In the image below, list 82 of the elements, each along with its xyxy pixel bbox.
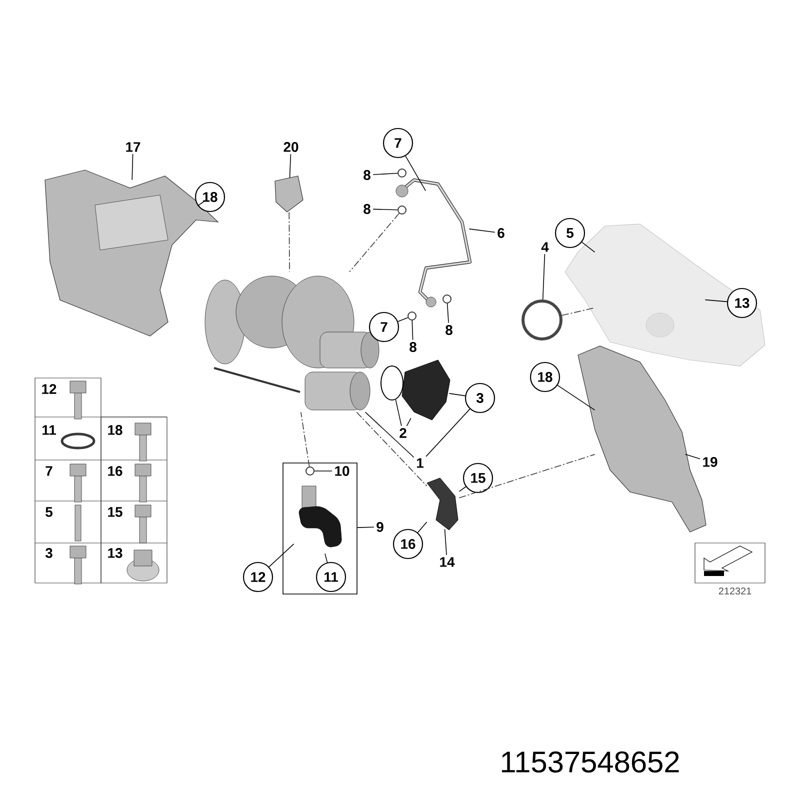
leader-line <box>704 299 728 302</box>
leader-line <box>582 242 596 253</box>
table-number: 18 <box>108 425 122 435</box>
leader-line <box>364 412 414 458</box>
table-number: 7 <box>46 466 52 476</box>
leader-line <box>357 526 374 528</box>
leader-line <box>197 200 206 206</box>
table-number: 3 <box>45 548 52 558</box>
leader-line <box>372 208 398 210</box>
part-number: 11537548652 <box>502 751 679 773</box>
leader-line <box>314 470 332 472</box>
leader-line <box>444 528 447 556</box>
washer-drawing <box>306 466 314 476</box>
callout-number: 6 <box>498 228 504 238</box>
o-ring-drawing <box>380 366 404 400</box>
callout-number: 2 <box>400 428 406 438</box>
bracket-drawing <box>426 478 458 530</box>
leader-line <box>324 553 328 563</box>
table-number: 13 <box>108 548 122 558</box>
leader-line <box>132 154 134 180</box>
group-frame <box>282 462 358 594</box>
table-number: 5 <box>46 507 52 517</box>
leader-line <box>395 399 402 426</box>
leader-line <box>468 228 496 233</box>
leader-line <box>684 454 700 460</box>
heat-shield-drawing <box>44 170 219 336</box>
leader-line <box>542 254 546 300</box>
callout-number: 17 <box>126 142 140 152</box>
turbocharger-drawing <box>204 276 380 410</box>
installation-line <box>562 307 596 316</box>
exhaust-manifold-drawing <box>564 224 766 366</box>
callout-number: 18 <box>530 362 560 392</box>
callout-number: 7 <box>368 312 400 342</box>
leader-line <box>557 384 596 410</box>
callout-number: 5 <box>554 218 586 248</box>
callout-number: 9 <box>376 522 384 532</box>
leader-line <box>446 303 449 324</box>
diagram-number: 212321 <box>718 587 752 595</box>
leader-line <box>405 156 426 192</box>
installation-line <box>349 213 400 272</box>
callout-number: 20 <box>284 142 298 152</box>
callout-number: 8 <box>446 325 452 335</box>
leader-line <box>458 486 466 492</box>
callout-number: 10 <box>335 466 350 476</box>
callout-number: 1 <box>417 458 424 468</box>
washer-drawing <box>398 168 406 178</box>
callout-number: 16 <box>392 528 424 560</box>
oil-return-pipe-drawing <box>298 486 342 548</box>
callout-number: 15 <box>462 462 494 494</box>
leader-line <box>372 172 398 176</box>
callout-number: 19 <box>703 457 718 467</box>
callout-number: 8 <box>364 204 370 214</box>
bracket-drawing <box>274 176 304 212</box>
washer-drawing <box>408 312 416 320</box>
leader-line <box>268 544 294 568</box>
leader-line <box>448 393 466 396</box>
installation-line <box>300 412 310 467</box>
leader-line <box>406 418 412 426</box>
installation-line <box>458 454 596 498</box>
callout-number: 11 <box>316 562 346 592</box>
callout-number: 3 <box>464 382 496 414</box>
callout-number: 8 <box>410 342 416 352</box>
leader-line <box>426 408 470 457</box>
leader-line <box>412 320 414 340</box>
callout-number: 8 <box>364 170 370 180</box>
leader-line <box>289 154 292 178</box>
callout-number: 7 <box>382 128 414 158</box>
callout-number: 4 <box>541 242 549 252</box>
oil-pipe-drawing <box>396 178 472 308</box>
callout-number: 12 <box>242 562 274 592</box>
leader-line <box>398 317 408 322</box>
leader-line <box>417 522 428 533</box>
gasket-ring-drawing <box>522 300 562 340</box>
installation-line <box>356 412 428 486</box>
installation-line <box>288 212 290 272</box>
table-number: 15 <box>108 507 122 517</box>
table-number: 12 <box>42 384 56 394</box>
callout-number: 18 <box>194 182 226 212</box>
table-number: 16 <box>108 466 122 476</box>
table-number: 11 <box>42 425 56 435</box>
actuator-drawing <box>402 360 450 420</box>
callout-number: 14 <box>440 557 455 567</box>
